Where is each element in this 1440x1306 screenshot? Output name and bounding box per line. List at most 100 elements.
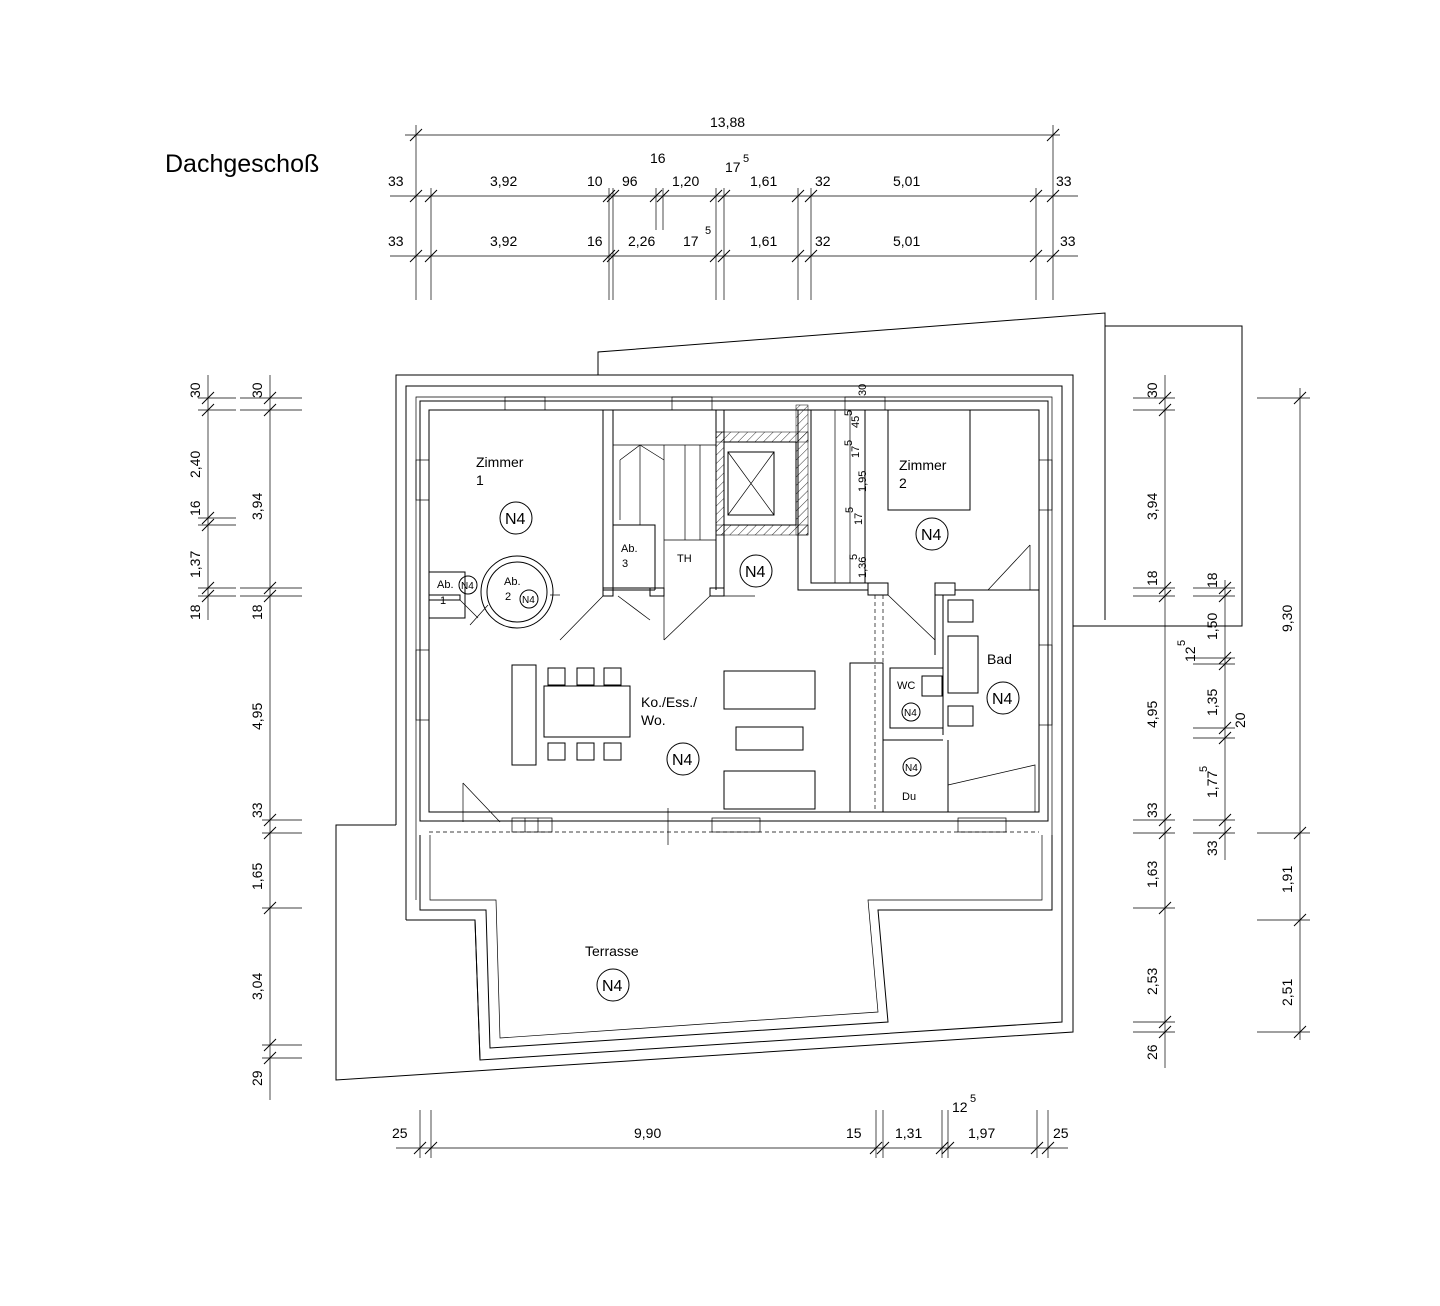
dim-right-outer-2: 2,51: [1279, 979, 1295, 1006]
n4-marker-ab2: N4: [519, 589, 539, 609]
n4-marker-kueche: N4: [666, 742, 700, 776]
room-th: TH: [677, 553, 692, 565]
dim-stair-2: 5: [843, 410, 855, 416]
dim-left-inner-1: 3,94: [249, 493, 265, 520]
dim-left-inner-4: 33: [249, 802, 265, 818]
dim-r1-1: 3,92: [490, 173, 517, 189]
dim-bot-1: 9,90: [634, 1125, 661, 1141]
room-du: Du: [902, 791, 916, 803]
room-zimmer1-name: Zimmer: [476, 454, 524, 470]
left-dimensions: 30 2,40 16 1,37 18 30 3,94 18 4,95 33 1,…: [187, 375, 302, 1100]
dim-left-outer-1: 2,40: [187, 451, 203, 478]
dim-left-inner-2: 18: [249, 604, 265, 620]
dim-r1-above-16: 16: [650, 150, 666, 166]
dim-left-outer-0: 30: [187, 382, 203, 398]
dim-r2-6: 32: [815, 233, 831, 249]
dim-left-outer-3: 1,37: [187, 551, 203, 578]
room-bad: Bad: [987, 651, 1012, 667]
n4-marker-terrasse: N4: [596, 968, 630, 1002]
dim-r1-above-175-sup: 5: [743, 153, 749, 165]
dim-right-mid-7: 5: [1198, 766, 1210, 772]
room-ab2-number: 2: [505, 591, 511, 603]
dim-overall-width: 13,88: [710, 114, 745, 130]
svg-text:N4: N4: [921, 527, 942, 544]
room-ab3-number: 3: [622, 558, 628, 570]
dim-r1-0: 33: [388, 173, 404, 189]
dim-stair-3: 17: [850, 446, 862, 458]
dim-right-mid-3: 5: [1176, 640, 1188, 646]
dim-r1-4: 1,20: [672, 173, 699, 189]
svg-text:N4: N4: [602, 978, 623, 995]
dim-r2-7: 5,01: [893, 233, 920, 249]
svg-text:N4: N4: [745, 564, 766, 581]
dim-left-inner-0: 30: [249, 382, 265, 398]
dim-right-inner-2: 18: [1144, 570, 1160, 586]
dim-right-mid-2: 12: [1182, 646, 1198, 662]
dim-left-outer-2: 16: [187, 500, 203, 516]
dim-stair-6: 17: [853, 513, 865, 525]
svg-text:N4: N4: [904, 708, 917, 719]
svg-text:N4: N4: [522, 595, 535, 606]
dim-left-inner-7: 29: [249, 1070, 265, 1086]
dim-stair-8: 1,36: [857, 557, 869, 578]
room-ab2-name: Ab.: [504, 576, 521, 588]
n4-marker-flur: N4: [739, 554, 773, 588]
n4-marker-wc: N4: [901, 702, 921, 722]
room-zimmer1-number: 1: [476, 472, 484, 488]
dim-left-outer-4: 18: [187, 604, 203, 620]
right-dimensions: 30 3,94 18 4,95 33 1,63 2,53 26 18 1,50 …: [1133, 375, 1310, 1068]
bottom-dimensions: 25 9,90 15 1,31 1,97 25 12 5: [392, 1093, 1069, 1158]
dim-bot-above-125-sup: 5: [970, 1093, 976, 1105]
svg-text:N4: N4: [461, 581, 474, 592]
dim-r1-5: 1,61: [750, 173, 777, 189]
n4-markers: N4 N4 N4 N4 N4 N4 N4 N4: [458, 501, 1020, 1002]
dim-right-mid-8: 33: [1204, 840, 1220, 856]
top-dimensions: 13,88 33 3,92 10 96 1,20 1,61 32 5,01 33…: [388, 114, 1078, 300]
n4-marker-zimmer2: N4: [915, 517, 949, 551]
dim-r1-8: 33: [1056, 173, 1072, 189]
dim-r1-above-175: 17: [725, 159, 741, 175]
dim-r2-0: 33: [388, 233, 404, 249]
dim-r2-3: 2,26: [628, 233, 655, 249]
dim-r2-5: 1,61: [750, 233, 777, 249]
dim-right-mid-6: 1,77: [1204, 771, 1220, 798]
dim-right-inner-3: 4,95: [1144, 701, 1160, 728]
dim-stair-5: 1,95: [857, 471, 869, 492]
dim-right-inner-1: 3,94: [1144, 493, 1160, 520]
room-ab1-name: Ab.: [437, 579, 454, 591]
dim-bot-0: 25: [392, 1125, 408, 1141]
dim-right-inner-6: 2,53: [1144, 968, 1160, 995]
n4-marker-ab1: N4: [458, 575, 478, 595]
svg-text:N4: N4: [505, 511, 526, 528]
dim-bot-3: 1,31: [895, 1125, 922, 1141]
n4-marker-bad: N4: [986, 681, 1020, 715]
dim-left-inner-3: 4,95: [249, 703, 265, 730]
stair-dimensions: 30 45 5 17 5 1,95 17 5 1,36 5: [843, 384, 869, 578]
dim-r1-2: 10: [587, 173, 603, 189]
room-zimmer2-name: Zimmer: [899, 457, 947, 473]
dim-left-inner-6: 3,04: [249, 973, 265, 1000]
dim-bot-above-125: 12: [952, 1099, 968, 1115]
dim-left-inner-5: 1,65: [249, 863, 265, 890]
dim-r1-6: 32: [815, 173, 831, 189]
dim-right-outer-1: 1,91: [1279, 866, 1295, 893]
dim-bot-4: 1,97: [968, 1125, 995, 1141]
dim-right-mid-0: 18: [1204, 572, 1220, 588]
dim-right-inner-4: 33: [1144, 802, 1160, 818]
room-kueche-line1: Ko./Ess./: [641, 694, 697, 710]
svg-text:N4: N4: [672, 752, 693, 769]
dim-r2-4: 17: [683, 233, 699, 249]
svg-text:N4: N4: [992, 691, 1013, 708]
dim-stair-7: 5: [844, 507, 856, 513]
room-terrasse: Terrasse: [585, 943, 639, 959]
svg-text:N4: N4: [905, 763, 918, 774]
dim-right-outer-0: 9,30: [1279, 605, 1295, 632]
dim-r2-8: 33: [1060, 233, 1076, 249]
dim-stair-1: 45: [850, 416, 862, 428]
plan-title: Dachgeschoß: [165, 150, 320, 178]
dim-r2-sup: 5: [705, 225, 711, 237]
room-ab3-name: Ab.: [621, 543, 638, 555]
dim-bot-5: 25: [1053, 1125, 1069, 1141]
room-labels: Zimmer 1 Zimmer 2 Ab. 1 Ab. 2 Ab. 3 TH K…: [437, 454, 1012, 959]
